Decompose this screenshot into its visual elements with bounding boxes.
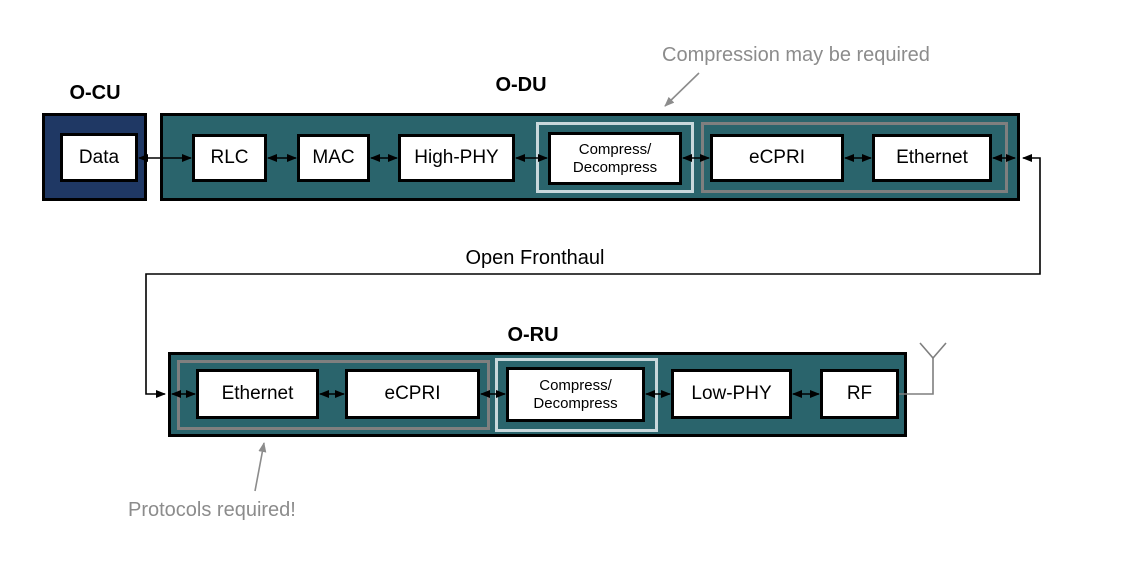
oru-ethernet-module-label: Ethernet xyxy=(221,383,294,405)
antenna-v-element xyxy=(919,342,947,360)
mac-module-label: MAC xyxy=(312,147,355,169)
oru-compress-module: Compress/ Decompress xyxy=(506,367,645,422)
oru-compress-label-line1: Compress/ xyxy=(539,377,612,395)
data-module-label: Data xyxy=(78,146,120,168)
odu-ecpri-module-label: eCPRI xyxy=(749,147,805,169)
rlc-module-label: RLC xyxy=(210,147,249,169)
ocu-title: O-CU xyxy=(69,82,121,104)
high-phy-module: High-PHY xyxy=(398,134,515,182)
low-phy-module-label: Low-PHY xyxy=(691,383,772,405)
rf-module-label: RF xyxy=(846,383,873,405)
compression-annotation-arrow xyxy=(664,72,700,107)
odu-compress-label-line2: Decompress xyxy=(572,158,658,176)
odu-compress-module: Compress/ Decompress xyxy=(548,132,682,185)
oru-ethernet-module: Ethernet xyxy=(196,369,319,419)
oru-ecpri-module-label: eCPRI xyxy=(384,383,441,405)
data-module: Data xyxy=(60,133,138,182)
protocols-annotation: Protocols required! xyxy=(128,499,296,521)
odu-title: O-DU xyxy=(495,74,547,96)
oru-compress-label-line2: Decompress xyxy=(533,394,618,412)
oru-title: O-RU xyxy=(507,324,559,346)
rf-module: RF xyxy=(820,369,899,419)
open-fronthaul-label: Open Fronthaul xyxy=(465,247,605,269)
odu-compress-label-line1: Compress/ xyxy=(578,141,652,159)
high-phy-module-label: High-PHY xyxy=(414,147,499,169)
odu-ethernet-module: Ethernet xyxy=(872,134,992,182)
odu-ethernet-module-label: Ethernet xyxy=(896,147,968,169)
protocols-annotation-arrow xyxy=(254,442,267,492)
oru-ecpri-module: eCPRI xyxy=(345,369,480,419)
mac-module: MAC xyxy=(297,134,370,182)
rlc-module: RLC xyxy=(192,134,267,182)
compression-annotation: Compression may be required xyxy=(662,44,930,66)
low-phy-module: Low-PHY xyxy=(671,369,792,419)
odu-ecpri-module: eCPRI xyxy=(710,134,844,182)
